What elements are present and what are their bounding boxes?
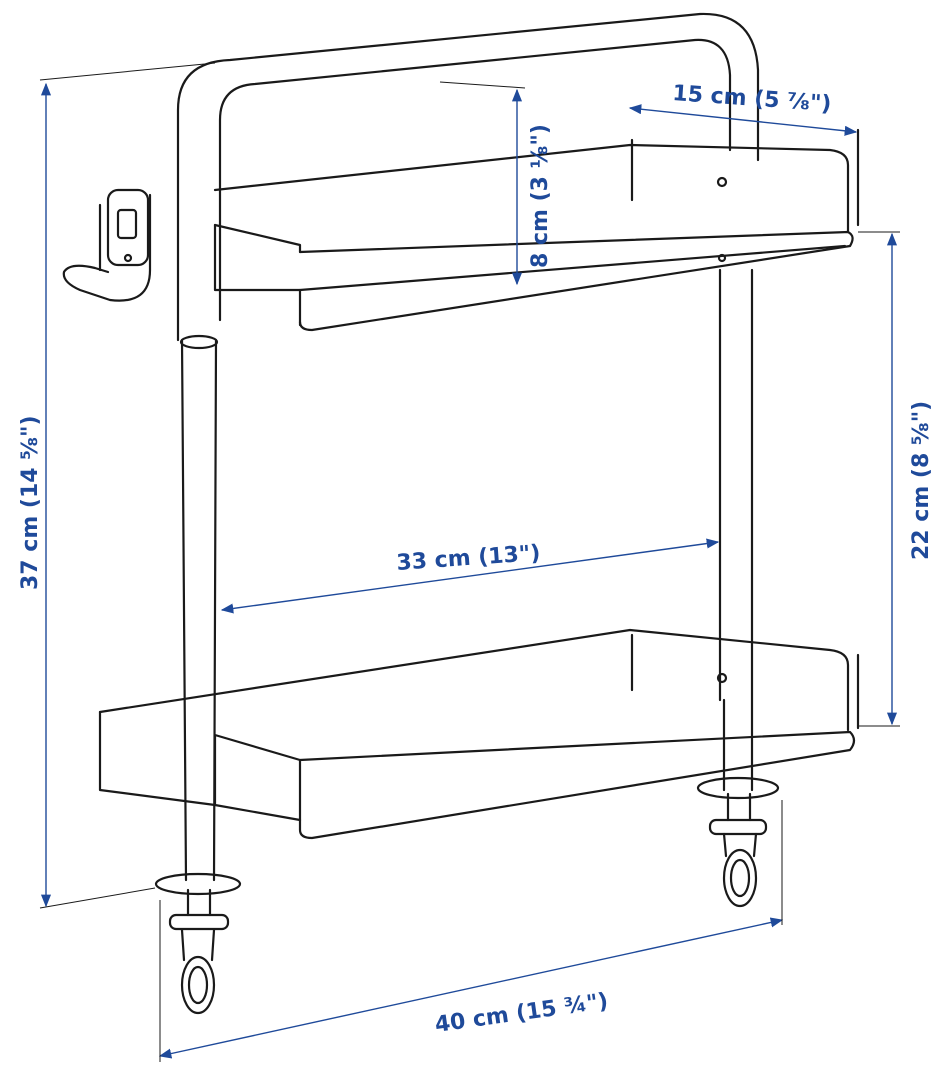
handle-inner (218, 38, 732, 322)
upper-rim-label: 8 cm (3 ⅛") (528, 124, 553, 268)
right-caster (696, 776, 780, 908)
side-hook (62, 188, 152, 302)
inner-width-label: 33 cm (13") (396, 541, 541, 576)
upper-shelf (213, 128, 860, 332)
shelf-spacing-label: 22 cm (8 ⅝") (909, 401, 934, 560)
overall-width-label: 40 cm (15 ¾") (433, 989, 609, 1038)
trolley-outline (62, 12, 860, 1015)
handle-outer (176, 12, 760, 342)
shelf-depth-label: 15 cm (5 ⅞") (672, 81, 833, 117)
left-post (180, 338, 218, 882)
lower-shelf (98, 628, 860, 840)
left-caster (154, 872, 242, 1015)
overall-height-label: 37 cm (14 ⅝") (18, 415, 43, 590)
dimension-lines (39, 62, 900, 1062)
right-post (718, 268, 754, 792)
